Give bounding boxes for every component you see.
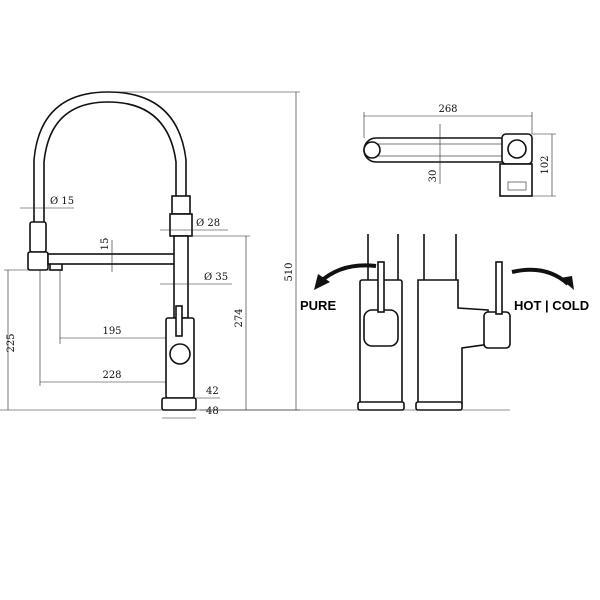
arrow-hot-cold <box>511 267 570 286</box>
dim-195: 195 <box>102 326 121 337</box>
front-view: 510 274 225 195 228 Ø 15 Ø 28 Ø 35 42 48… <box>0 91 300 419</box>
label-hot-cold: HOT | COLD <box>514 298 589 313</box>
arrow-hot-cold-head <box>560 276 574 290</box>
dim-15-small: 15 <box>100 238 111 251</box>
spray-head <box>29 221 47 253</box>
hc-body <box>417 279 491 405</box>
pure-handle <box>363 309 399 347</box>
lever <box>175 305 183 337</box>
dim-268: 268 <box>438 104 457 115</box>
dim-dia-35: Ø 35 <box>204 272 228 283</box>
top-base-slot <box>507 181 527 191</box>
top-knob <box>507 139 527 159</box>
top-base <box>499 163 533 197</box>
front-dimension-lines <box>0 91 300 419</box>
top-head <box>363 141 381 159</box>
hose-collar <box>171 195 191 215</box>
side-view-pure: PURE <box>300 234 405 411</box>
spray-nozzle <box>27 251 49 271</box>
top-view: 268 102 30 <box>363 104 556 197</box>
dim-510: 510 <box>284 262 295 281</box>
spring-hose-inner <box>43 101 177 222</box>
dim-dia-15: Ø 15 <box>50 196 74 207</box>
dim-274: 274 <box>234 308 245 327</box>
dim-dia-28: Ø 28 <box>196 218 220 229</box>
pure-base <box>357 401 405 411</box>
dim-228: 228 <box>102 370 121 381</box>
base <box>161 397 197 411</box>
dim-225: 225 <box>6 333 17 352</box>
hose-collar-lower <box>169 213 193 237</box>
side-view-hot-cold: HOT | COLD <box>415 234 589 411</box>
dim-48: 48 <box>206 406 219 417</box>
hc-lever <box>495 261 503 315</box>
pure-lever <box>377 261 385 313</box>
label-pure: PURE <box>300 298 336 313</box>
hc-handle <box>483 311 511 349</box>
handle-knob <box>169 343 191 365</box>
dim-102: 102 <box>540 155 551 174</box>
hc-base <box>415 401 463 411</box>
dim-42: 42 <box>206 386 219 397</box>
arrow-pure-head <box>314 274 330 290</box>
dim-30: 30 <box>428 170 439 183</box>
